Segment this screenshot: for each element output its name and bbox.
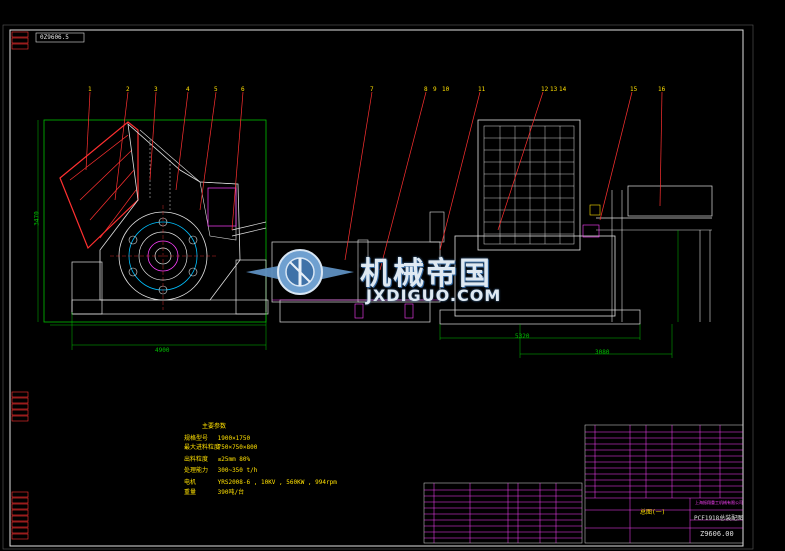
drawing-number-label: 0Z9606.5 <box>40 34 69 41</box>
watermark-en: JXDIGUO.COM <box>366 286 502 305</box>
spec-key: 电机 <box>184 479 197 486</box>
crusher-assembly <box>37 119 269 350</box>
spec-key: 规格型号 <box>184 435 209 442</box>
dimension-width-left: 4900 <box>155 347 170 354</box>
spec-value: YRS2008-6 , 10KV , 560KW , 994rpm <box>217 479 337 486</box>
callout-11: 11 <box>478 86 486 93</box>
callout-10: 10 <box>442 86 450 93</box>
callout-3: 3 <box>154 86 158 93</box>
spec-row: 规格型号 1900×1750 <box>184 433 250 442</box>
watermark-emblem <box>246 249 354 295</box>
left-margin-boxes <box>11 31 29 540</box>
spec-value: 390吨/台 <box>217 489 245 496</box>
spec-key: 出料粒度 <box>184 456 209 463</box>
sheet-label: 总图(一) <box>640 509 666 516</box>
dimension-length-mid: 5320 <box>515 333 530 340</box>
callout-15: 15 <box>630 86 638 93</box>
parts-table-right <box>584 424 744 544</box>
callout-1: 1 <box>88 86 92 93</box>
spec-row: 电机 YRS2008-6 , 10KV , 560KW , 994rpm <box>184 477 337 486</box>
callout-6: 6 <box>241 86 245 93</box>
drawing-title: PCF1918总装配图 <box>694 515 744 522</box>
spec-value: 1900×1750 <box>217 435 251 442</box>
spec-row: 出料粒度 ≤25mm 80% <box>184 454 250 463</box>
spec-row: 最大进料粒度 750×750×800 <box>184 442 257 451</box>
callout-8: 8 <box>424 86 428 93</box>
spec-key: 最大进料粒度 <box>184 444 221 451</box>
dimension-height: 3470 <box>33 211 41 226</box>
callout-2: 2 <box>126 86 130 93</box>
drawing-number-box <box>35 32 85 43</box>
spec-value: 750×750×800 <box>217 444 258 451</box>
spec-key: 重量 <box>184 489 197 496</box>
callout-7: 7 <box>370 86 374 93</box>
callout-4: 4 <box>186 86 190 93</box>
callout-12: 12 <box>541 86 549 93</box>
spec-key: 处理能力 <box>184 467 209 474</box>
callout-5: 5 <box>214 86 218 93</box>
callout-9: 9 <box>433 86 437 93</box>
spec-title: 主要参数 <box>202 423 227 430</box>
parts-table-left <box>423 482 583 544</box>
company-name: 上海振翔重工机械有限公司 <box>695 500 743 505</box>
sheet-outer-frame <box>2 24 754 550</box>
watermark-cn: 机械帝国 <box>360 256 492 292</box>
spec-value: 300~350 t/h <box>217 467 258 474</box>
callout-14: 14 <box>559 86 567 93</box>
spec-value: ≤25mm 80% <box>217 456 251 463</box>
spec-row: 处理能力 300~350 t/h <box>184 465 257 474</box>
callout-16: 16 <box>658 86 666 93</box>
callout-leaders <box>85 91 663 271</box>
spec-row: 重量 390吨/台 <box>184 487 244 496</box>
motor-screen-assembly <box>439 119 713 358</box>
drawing-no: Z9606.00 <box>700 530 734 538</box>
callout-13: 13 <box>550 86 558 93</box>
sheet-frame <box>9 29 744 547</box>
dimension-length-right: 3080 <box>595 349 610 356</box>
